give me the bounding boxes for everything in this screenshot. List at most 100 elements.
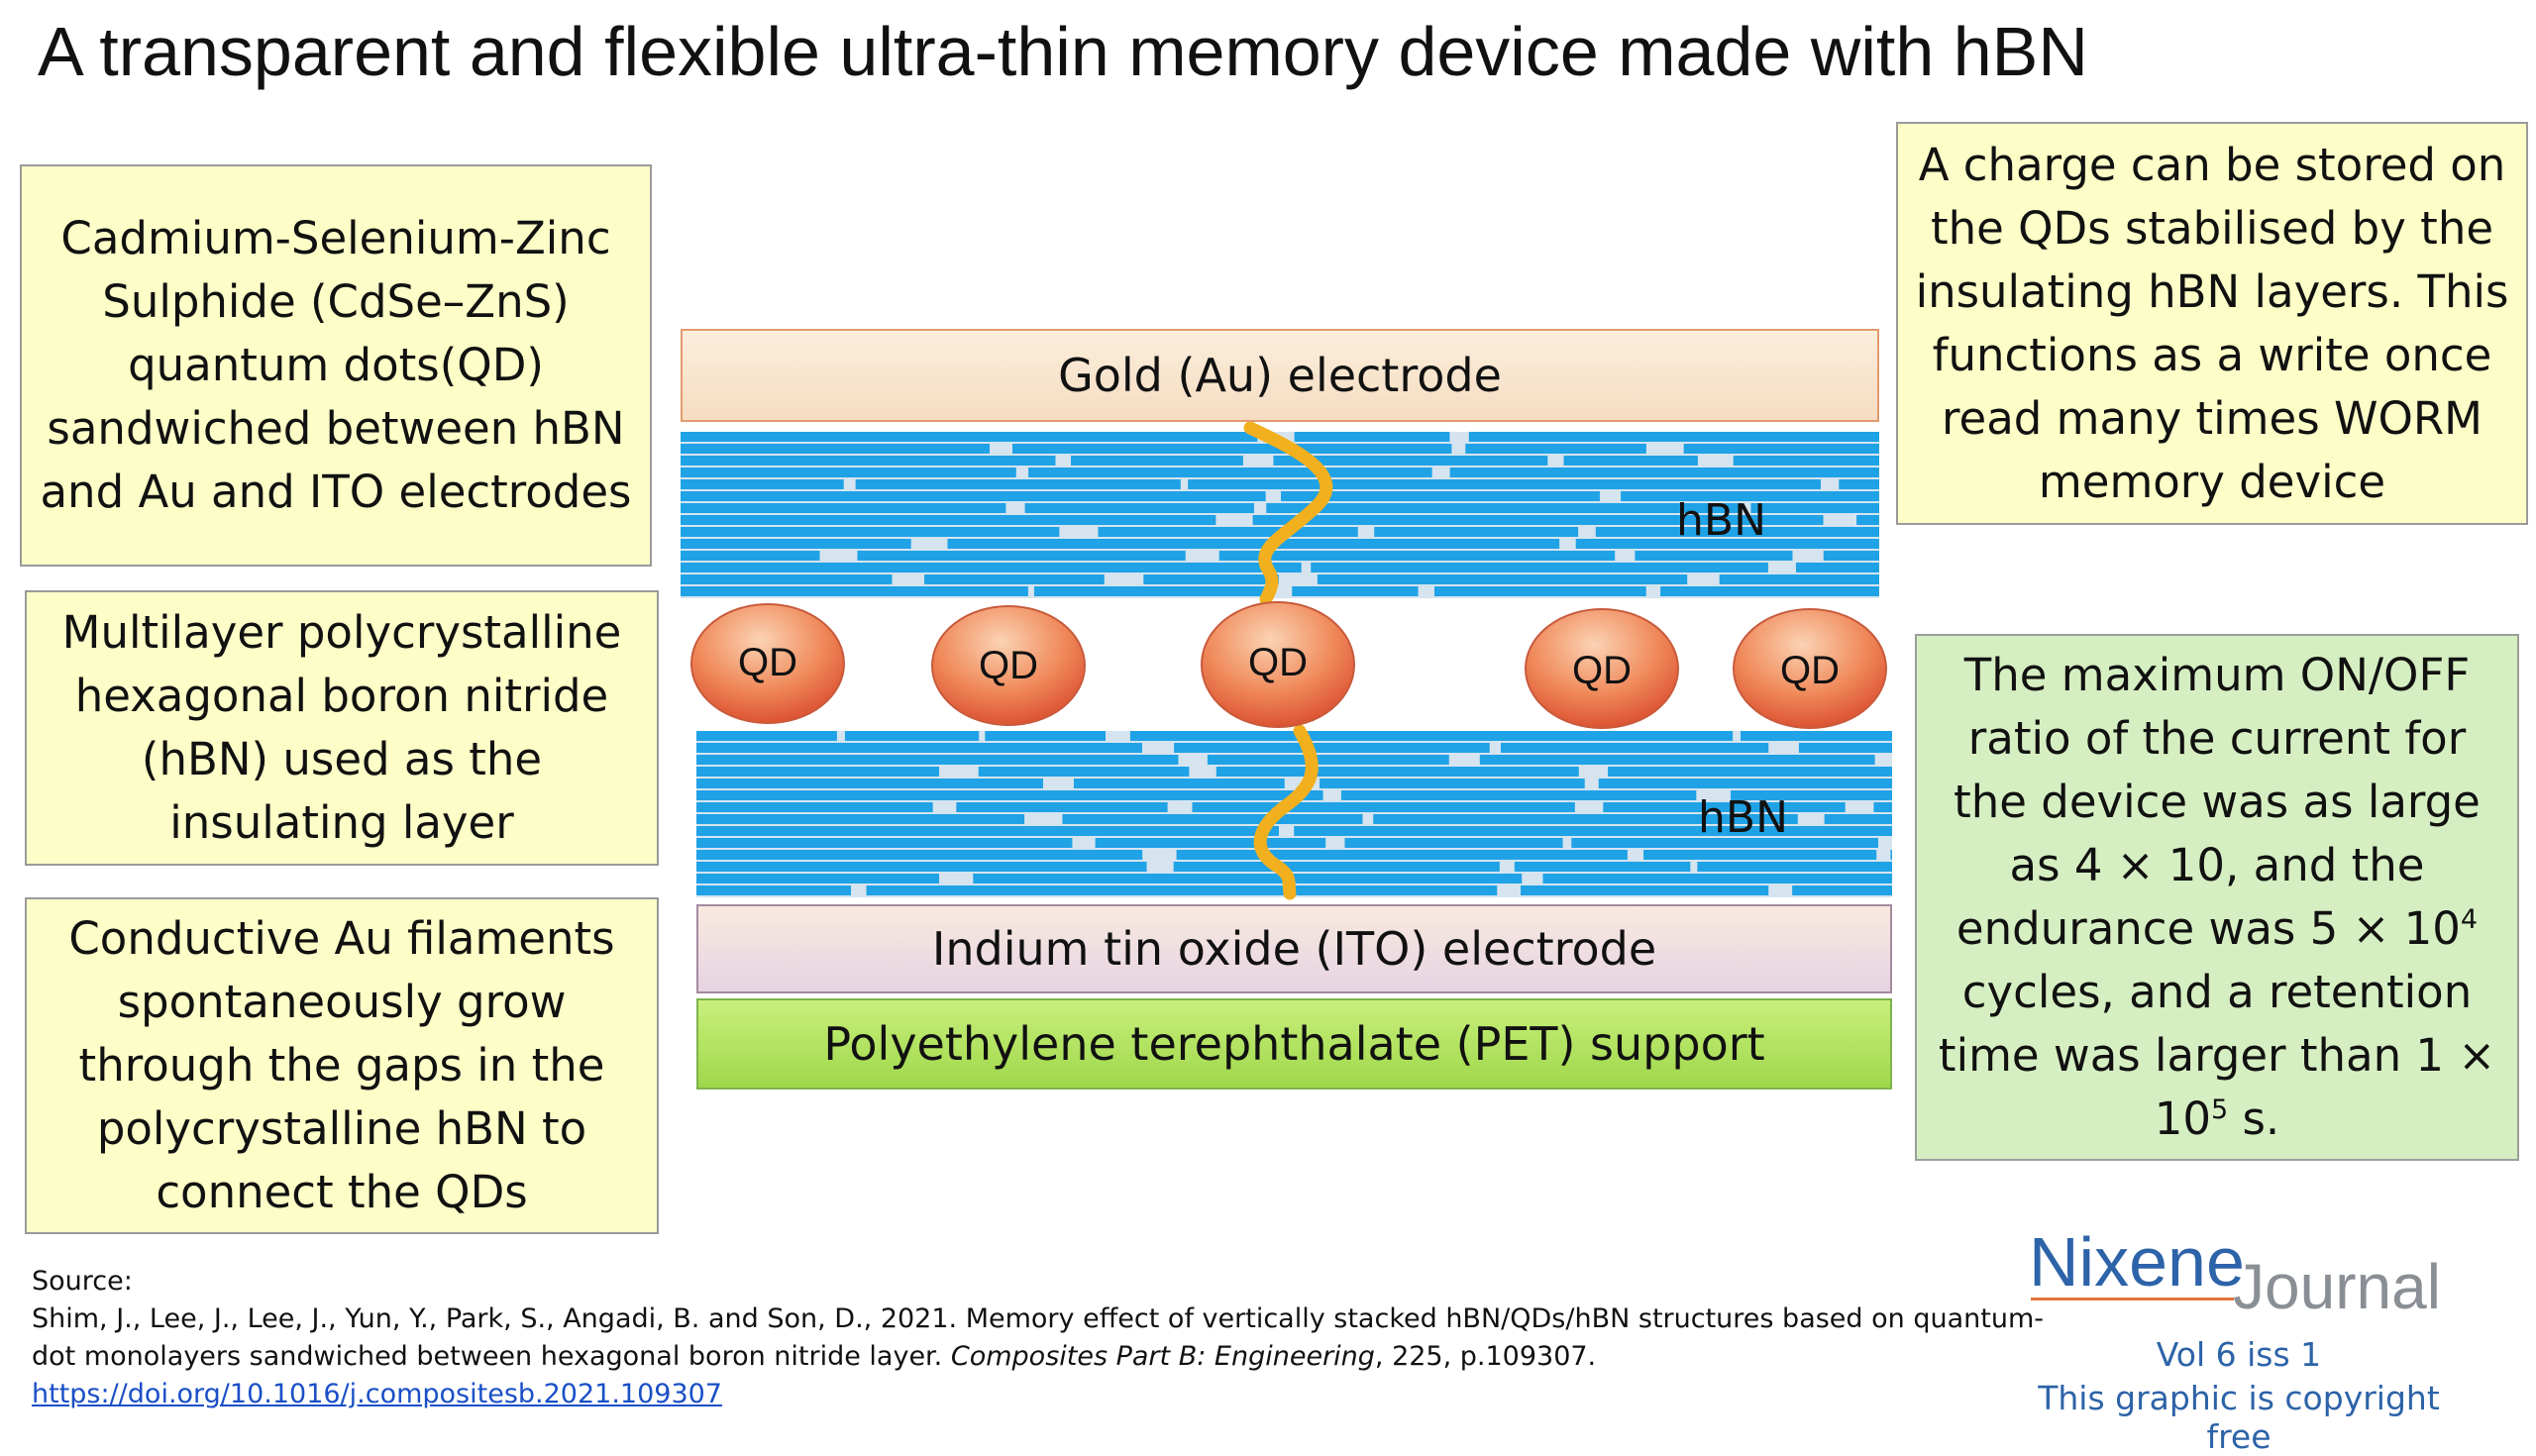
qd-dot bbox=[690, 603, 845, 724]
qd-dot bbox=[1525, 608, 1679, 729]
hbn-flake bbox=[696, 826, 1280, 836]
hbn-flake bbox=[1433, 586, 1646, 596]
hbn-flake bbox=[1252, 515, 1824, 525]
hbn-bottom-layer bbox=[696, 731, 1892, 897]
note-performance: The maximum ON/OFF ratio of the current … bbox=[1915, 634, 2519, 1161]
qd-label: QD bbox=[1248, 641, 1308, 684]
note-performance-text: The maximum ON/OFF ratio of the current … bbox=[1938, 649, 2496, 1145]
hbn-flake bbox=[681, 574, 893, 584]
hbn-flake bbox=[1542, 874, 1892, 884]
hbn-flake bbox=[1856, 515, 1879, 525]
hbn-flake bbox=[681, 491, 1266, 501]
qd-dot bbox=[1201, 601, 1355, 728]
hbn-flake bbox=[985, 731, 1106, 741]
qd-dot bbox=[931, 605, 1086, 726]
hbn-flake bbox=[696, 779, 1043, 788]
hbn-flake bbox=[1176, 850, 1628, 860]
hbn-flake bbox=[681, 503, 1006, 513]
page-title: A transparent and flexible ultra-thin me… bbox=[38, 13, 2088, 90]
hbn-flake bbox=[1571, 838, 1878, 848]
hbn-flake bbox=[1129, 731, 1734, 741]
journal-name: Composites Part B: Engineering bbox=[950, 1341, 1375, 1372]
device-diagram: QD QD QD QD QD bbox=[681, 421, 1892, 900]
hbn-bottom-label: hBN bbox=[1698, 792, 1788, 843]
note-charge-storage: A charge can be stored on the QDs stabil… bbox=[1896, 122, 2528, 525]
hbn-flake bbox=[1741, 731, 1892, 741]
hbn-flake bbox=[1501, 743, 1769, 753]
hbn-flake bbox=[1697, 862, 1892, 872]
citation-line-1: Shim, J., Lee, J., Lee, J., Yun, Y., Par… bbox=[32, 1303, 2044, 1334]
hbn-flake bbox=[978, 767, 1190, 777]
hbn-flake bbox=[1465, 444, 1646, 454]
note-filament-text: Conductive Au filaments spontaneously gr… bbox=[68, 912, 615, 1218]
hbn-flake bbox=[1173, 862, 1500, 872]
hbn-flake bbox=[924, 574, 1105, 584]
hbn-flake bbox=[1660, 586, 1879, 596]
qd-label: QD bbox=[738, 641, 797, 684]
hbn-flake bbox=[855, 479, 1181, 489]
hbn-top-layer bbox=[681, 432, 1879, 598]
hbn-flake bbox=[696, 731, 837, 741]
qd-dot bbox=[1733, 608, 1887, 729]
hbn-flake bbox=[1373, 814, 1798, 824]
hbn-flake bbox=[696, 755, 1179, 765]
hbn-flake bbox=[1098, 527, 1358, 537]
hbn-flake bbox=[1520, 885, 1769, 895]
doi-link[interactable]: https://doi.org/10.1016/j.compositesb.20… bbox=[32, 1379, 722, 1409]
hbn-flake bbox=[1340, 790, 1697, 800]
logo-underline bbox=[2031, 1298, 2234, 1300]
hbn-flake bbox=[1215, 767, 1579, 777]
source-label: Source: bbox=[32, 1266, 133, 1297]
hbn-flake bbox=[1449, 468, 1879, 477]
hbn-flake bbox=[1218, 551, 1616, 561]
hbn-top-label: hBN bbox=[1676, 495, 1766, 546]
gold-electrode-label: Gold (Au) electrode bbox=[1058, 349, 1502, 402]
hbn-flake bbox=[844, 731, 980, 741]
hbn-flake bbox=[1890, 850, 1892, 860]
qd-labels: QD QD QD QD QD bbox=[738, 641, 1840, 692]
hbn-flake bbox=[696, 814, 1025, 824]
qd-label: QD bbox=[979, 644, 1038, 687]
hbn-flake bbox=[1479, 755, 1875, 765]
hbn-flake bbox=[1320, 779, 1585, 788]
hbn-flake bbox=[681, 432, 1258, 442]
hbn-flake bbox=[1311, 563, 1768, 572]
hbn-flake bbox=[1731, 790, 1892, 800]
qd-dots bbox=[690, 601, 1887, 729]
hbn-flake bbox=[1207, 755, 1449, 765]
hbn-flake bbox=[696, 862, 1147, 872]
ito-electrode-label: Indium tin oxide (ITO) electrode bbox=[931, 922, 1657, 976]
hbn-flake bbox=[696, 850, 1143, 860]
hbn-flake bbox=[681, 456, 1056, 466]
hbn-flake bbox=[1188, 479, 1821, 489]
hbn-flake bbox=[696, 767, 939, 777]
hbn-flake bbox=[681, 586, 1028, 596]
note-filament-description: Conductive Au filaments spontaneously gr… bbox=[25, 897, 659, 1234]
logo-nixene: Nixene bbox=[2029, 1223, 2245, 1300]
hbn-flake bbox=[696, 838, 1073, 848]
hbn-flake bbox=[1608, 767, 1892, 777]
pet-support: Polyethylene terephthalate (PET) support bbox=[696, 998, 1892, 1090]
hbn-flake bbox=[1024, 503, 1254, 513]
hbn-flake bbox=[1873, 802, 1892, 812]
hbn-flake bbox=[1294, 432, 1450, 442]
hbn-flake bbox=[1073, 779, 1285, 788]
hbn-flake bbox=[1750, 503, 1879, 513]
hbn-flake bbox=[857, 551, 1186, 561]
hbn-flake bbox=[1823, 551, 1879, 561]
volume-issue: Vol 6 iss 1 bbox=[2156, 1335, 2322, 1374]
pet-support-label: Polyethylene terephthalate (PET) support bbox=[823, 1017, 1765, 1071]
hbn-flake bbox=[1719, 574, 1879, 584]
hbn-flake bbox=[1374, 527, 1579, 537]
hbn-flake bbox=[1595, 527, 1879, 537]
hbn-flake bbox=[1514, 862, 1691, 872]
hbn-flake bbox=[1824, 814, 1892, 824]
hbn-flake bbox=[947, 539, 1560, 549]
hbn-flake bbox=[1292, 586, 1419, 596]
hbn-flake bbox=[1033, 586, 1272, 596]
hbn-flake bbox=[681, 527, 1060, 537]
gold-electrode: Gold (Au) electrode bbox=[681, 329, 1879, 422]
hbn-flake bbox=[1317, 574, 1688, 584]
note-hbn-description: Multilayer polycrystalline hexagonal bor… bbox=[25, 590, 659, 866]
hbn-flake bbox=[681, 563, 1302, 572]
